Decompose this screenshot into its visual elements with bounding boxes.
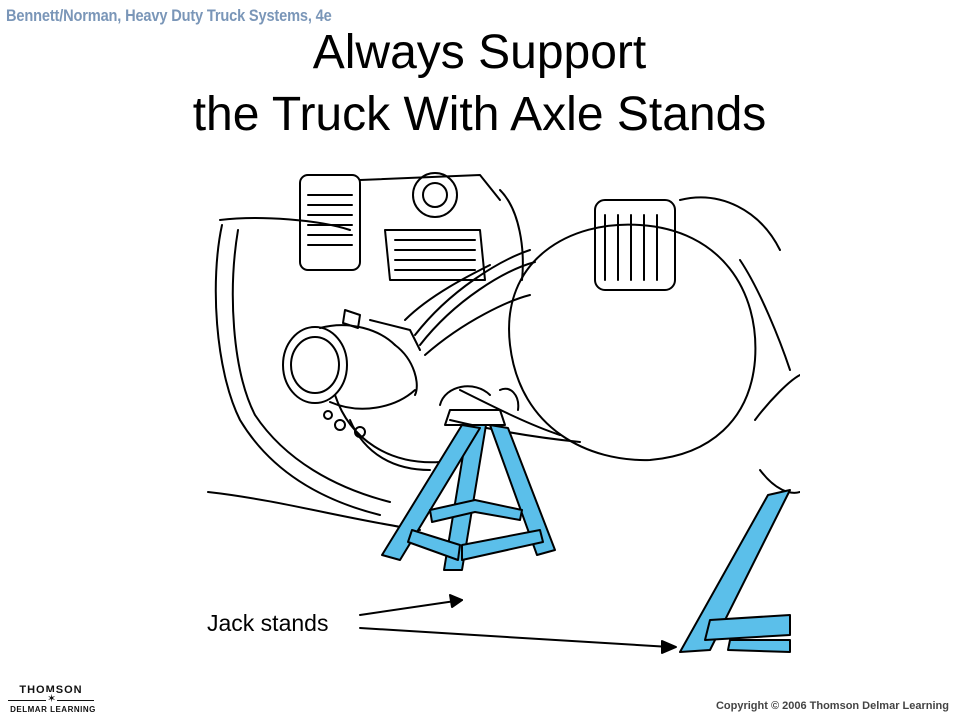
copyright-notice: Copyright © 2006 Thomson Delmar Learning (716, 700, 949, 712)
logo-wordmark-bottom: DELMAR LEARNING (8, 705, 98, 714)
slide-title: Always Support the Truck With Axle Stand… (0, 22, 959, 146)
stand-saddle (440, 386, 518, 425)
jack-stand-rear (680, 490, 790, 652)
callout-arrows (360, 595, 676, 653)
star-icon: ✶ (46, 692, 57, 705)
truck-axle-illustration (200, 170, 800, 670)
brake-hub (283, 310, 420, 437)
callout-label: Jack stands (207, 610, 328, 637)
logo-rule: ✶ (8, 696, 94, 705)
publisher-logo: THOMSON ✶ DELMAR LEARNING (8, 684, 108, 714)
jack-stand-front (382, 425, 555, 570)
slide-title-line-2: the Truck With Axle Stands (0, 84, 959, 146)
valve-assembly (300, 173, 500, 280)
tire-outline (208, 218, 440, 530)
slide-title-line-1: Always Support (0, 22, 959, 84)
